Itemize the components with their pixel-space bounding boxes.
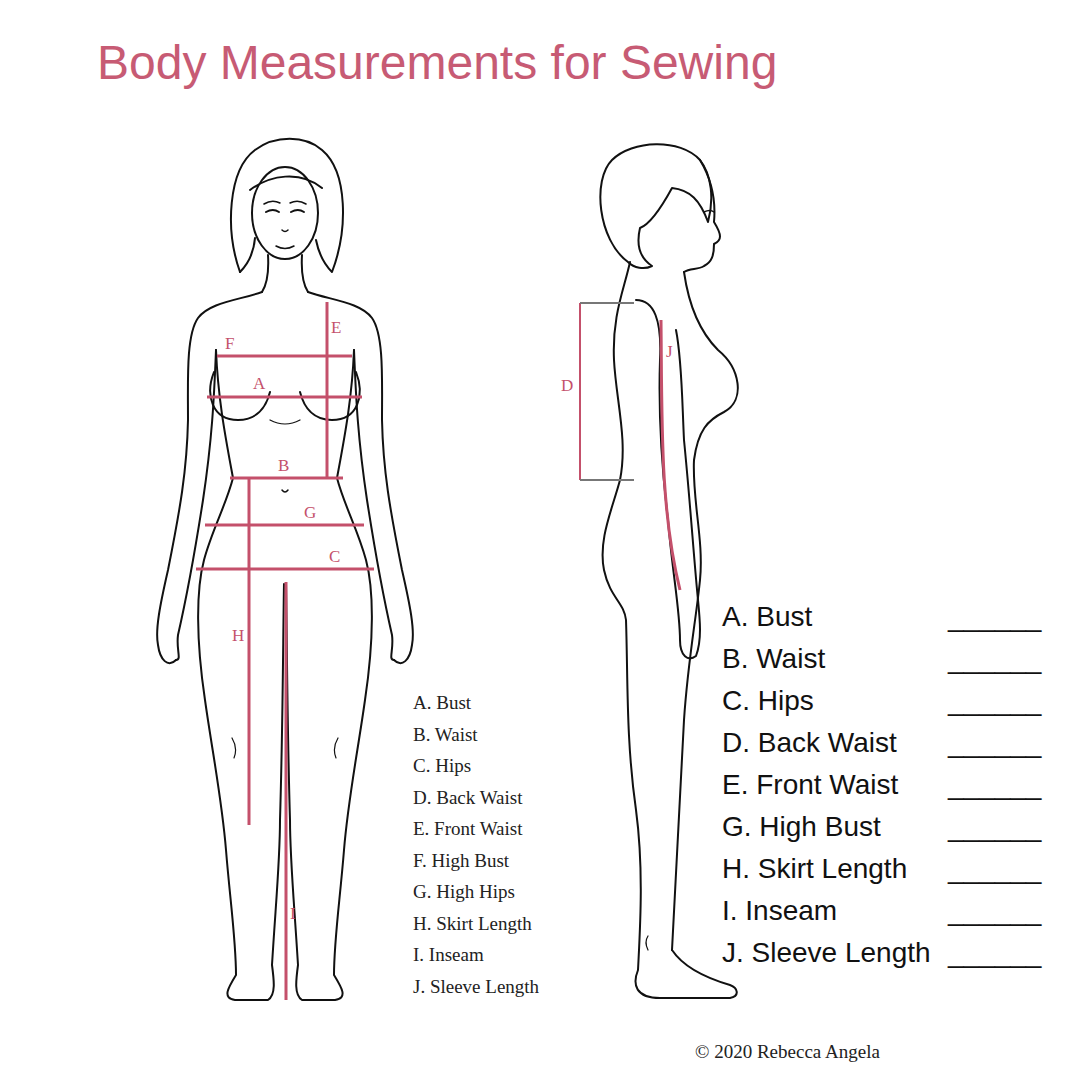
measure-letter: D <box>561 376 573 396</box>
worksheet-item: H. Skirt Length <box>722 852 907 886</box>
measure-letter: G <box>304 503 316 523</box>
worksheet-item: D. Back Waist <box>722 726 897 760</box>
answer-blank: ______ <box>948 894 1041 928</box>
measure-list-item: B. Waist <box>413 724 478 747</box>
answer-blank: ______ <box>948 936 1041 970</box>
measure-list-item: D. Back Waist <box>413 787 522 810</box>
measure-letter: B <box>278 456 289 476</box>
measure-letter: F <box>225 334 234 354</box>
worksheet-item: J. Sleeve Length <box>722 936 931 970</box>
worksheet-item: A. Bust <box>722 600 812 634</box>
measure-letter: A <box>253 374 265 394</box>
measure-list-item: I. Inseam <box>413 944 484 967</box>
measure-list-item: F. High Bust <box>413 850 509 873</box>
measure-list-item: A. Bust <box>413 692 471 715</box>
page-title: Body Measurements for Sewing <box>97 34 777 92</box>
worksheet-item: E. Front Waist <box>722 768 898 802</box>
answer-blank: ______ <box>948 600 1041 634</box>
measure-list-item: H. Skirt Length <box>413 913 532 936</box>
answer-blank: ______ <box>948 810 1041 844</box>
measure-letter: I <box>290 904 296 924</box>
answer-blank: ______ <box>948 726 1041 760</box>
worksheet-item: I. Inseam <box>722 894 837 928</box>
measure-letter: E <box>331 318 341 338</box>
answer-blank: ______ <box>948 768 1041 802</box>
worksheet-item: B. Waist <box>722 642 825 676</box>
measure-letter: J <box>666 342 673 362</box>
answer-blank: ______ <box>948 852 1041 886</box>
answer-blank: ______ <box>948 642 1041 676</box>
copyright-caption: © 2020 Rebecca Angela <box>695 1041 880 1064</box>
answer-blank: ______ <box>948 684 1041 718</box>
measure-list-item: E. Front Waist <box>413 818 522 841</box>
measure-list-item: C. Hips <box>413 755 471 778</box>
measure-letter: C <box>329 547 340 567</box>
measure-list-item: G. High Hips <box>413 881 515 904</box>
measure-letter: H <box>232 626 244 646</box>
measure-list-item: J. Sleeve Length <box>413 976 539 999</box>
worksheet-item: G. High Bust <box>722 810 881 844</box>
worksheet-item: C. Hips <box>722 684 814 718</box>
